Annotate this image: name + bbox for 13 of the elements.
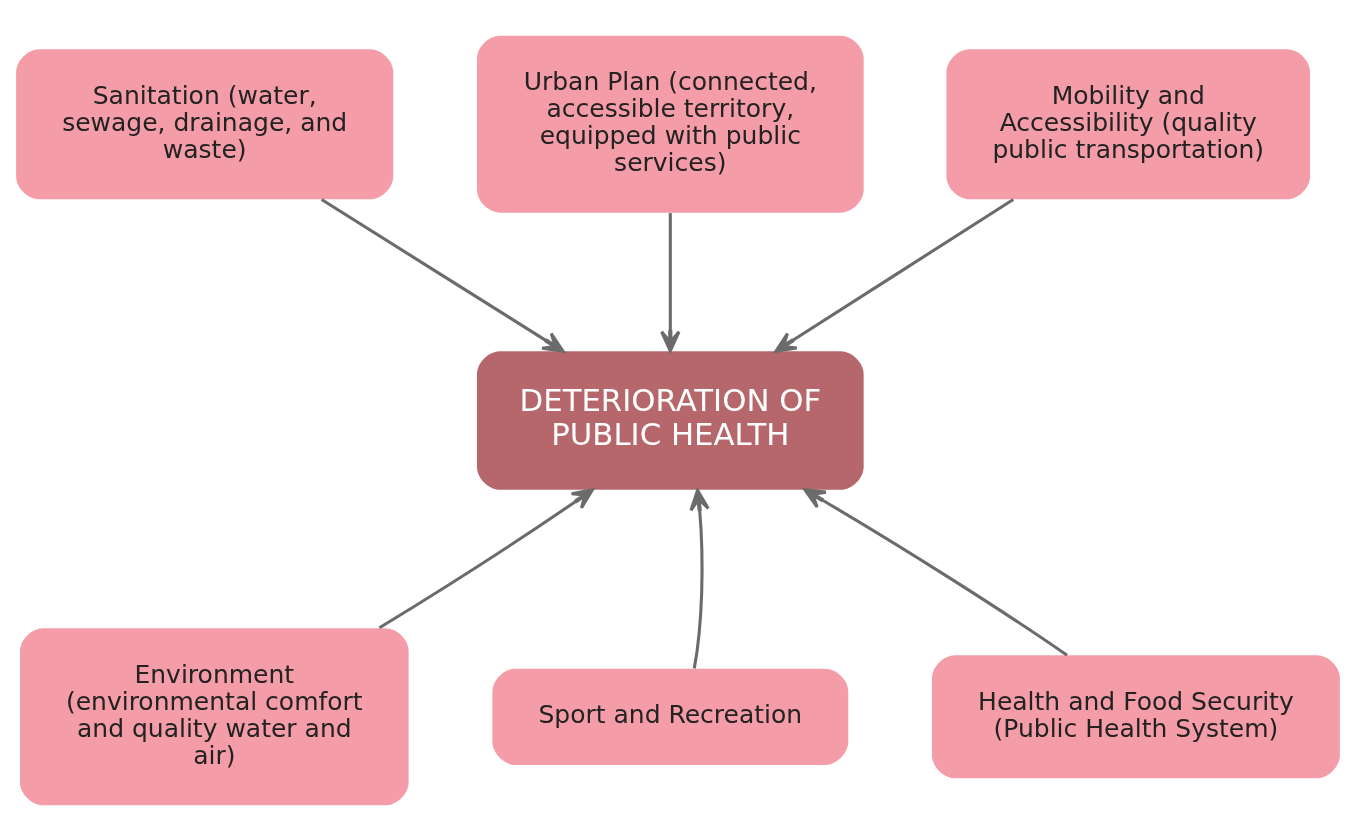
node-box: Health and Food Security (Public Health System) [931, 654, 1340, 778]
node-box: Mobility and Accessibility (quality public transportation) [946, 48, 1311, 199]
arrow [774, 197, 1015, 353]
arrow [689, 488, 710, 669]
node-box: Environment (environmental comfort and quality water and air) [20, 627, 409, 805]
node-box: Urban Plan (connected, accessible territory, equipped with public services) [476, 35, 864, 213]
node-box: Sanitation (water, sewage, drainage, and waste) [16, 48, 394, 199]
node-box: DETERIORATION OF PUBLIC HEALTH [476, 350, 864, 490]
arrow [378, 487, 594, 629]
arrow [660, 212, 681, 353]
node-box: Sport and Recreation [492, 668, 849, 765]
arrow [803, 487, 1068, 656]
arrow [320, 197, 565, 353]
